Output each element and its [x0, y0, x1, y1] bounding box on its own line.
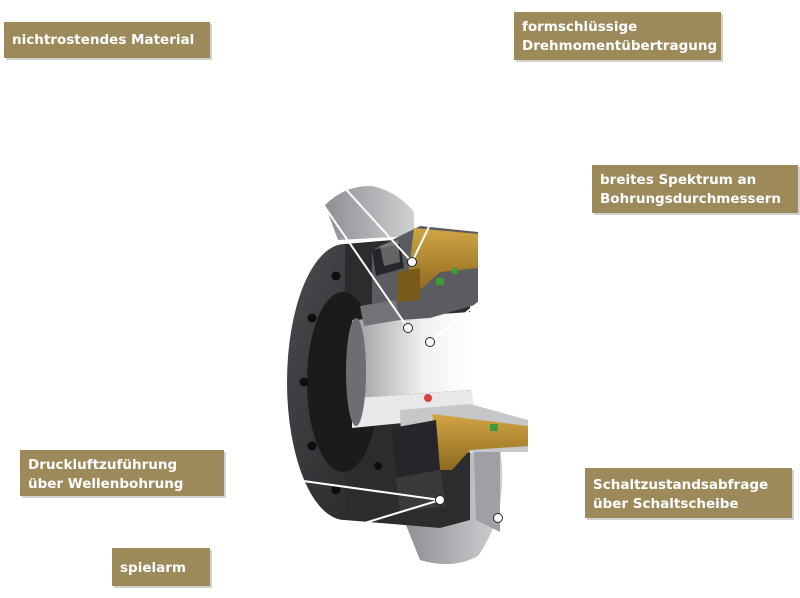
label-line: spielarm — [120, 560, 186, 576]
upper-cutaway — [360, 226, 478, 326]
label-positive-torque-transmission: formschlüssige Drehmomentübertragung — [514, 12, 721, 60]
label-line: Bohrungsdurchmessern — [600, 191, 782, 207]
label-line: Druckluftzuführung — [28, 457, 178, 473]
label-line: Drehmomentübertragung — [522, 38, 718, 54]
label-stainless-material: nichtrostendes Material — [4, 22, 210, 58]
label-line: Schaltzustandsabfrage — [593, 477, 769, 493]
label-low-backlash: spielarm — [112, 548, 210, 586]
label-bore-diameter-range: breites Spektrum an Bohrungsdurchmessern — [592, 165, 798, 213]
label-compressed-air-supply: Druckluftzuführung über Wellenbohrung — [20, 450, 224, 496]
label-line: über Schaltscheibe — [593, 496, 739, 512]
leader-dots — [403, 257, 503, 523]
label-line: breites Spektrum an — [600, 172, 757, 188]
label-switch-state-query: Schaltzustandsabfrage über Schaltscheibe — [585, 468, 792, 518]
label-line: nichtrostendes Material — [12, 32, 195, 48]
label-line: formschlüssige — [522, 19, 638, 35]
leader-lines — [209, 39, 593, 571]
label-line: über Wellenbohrung — [28, 476, 184, 492]
